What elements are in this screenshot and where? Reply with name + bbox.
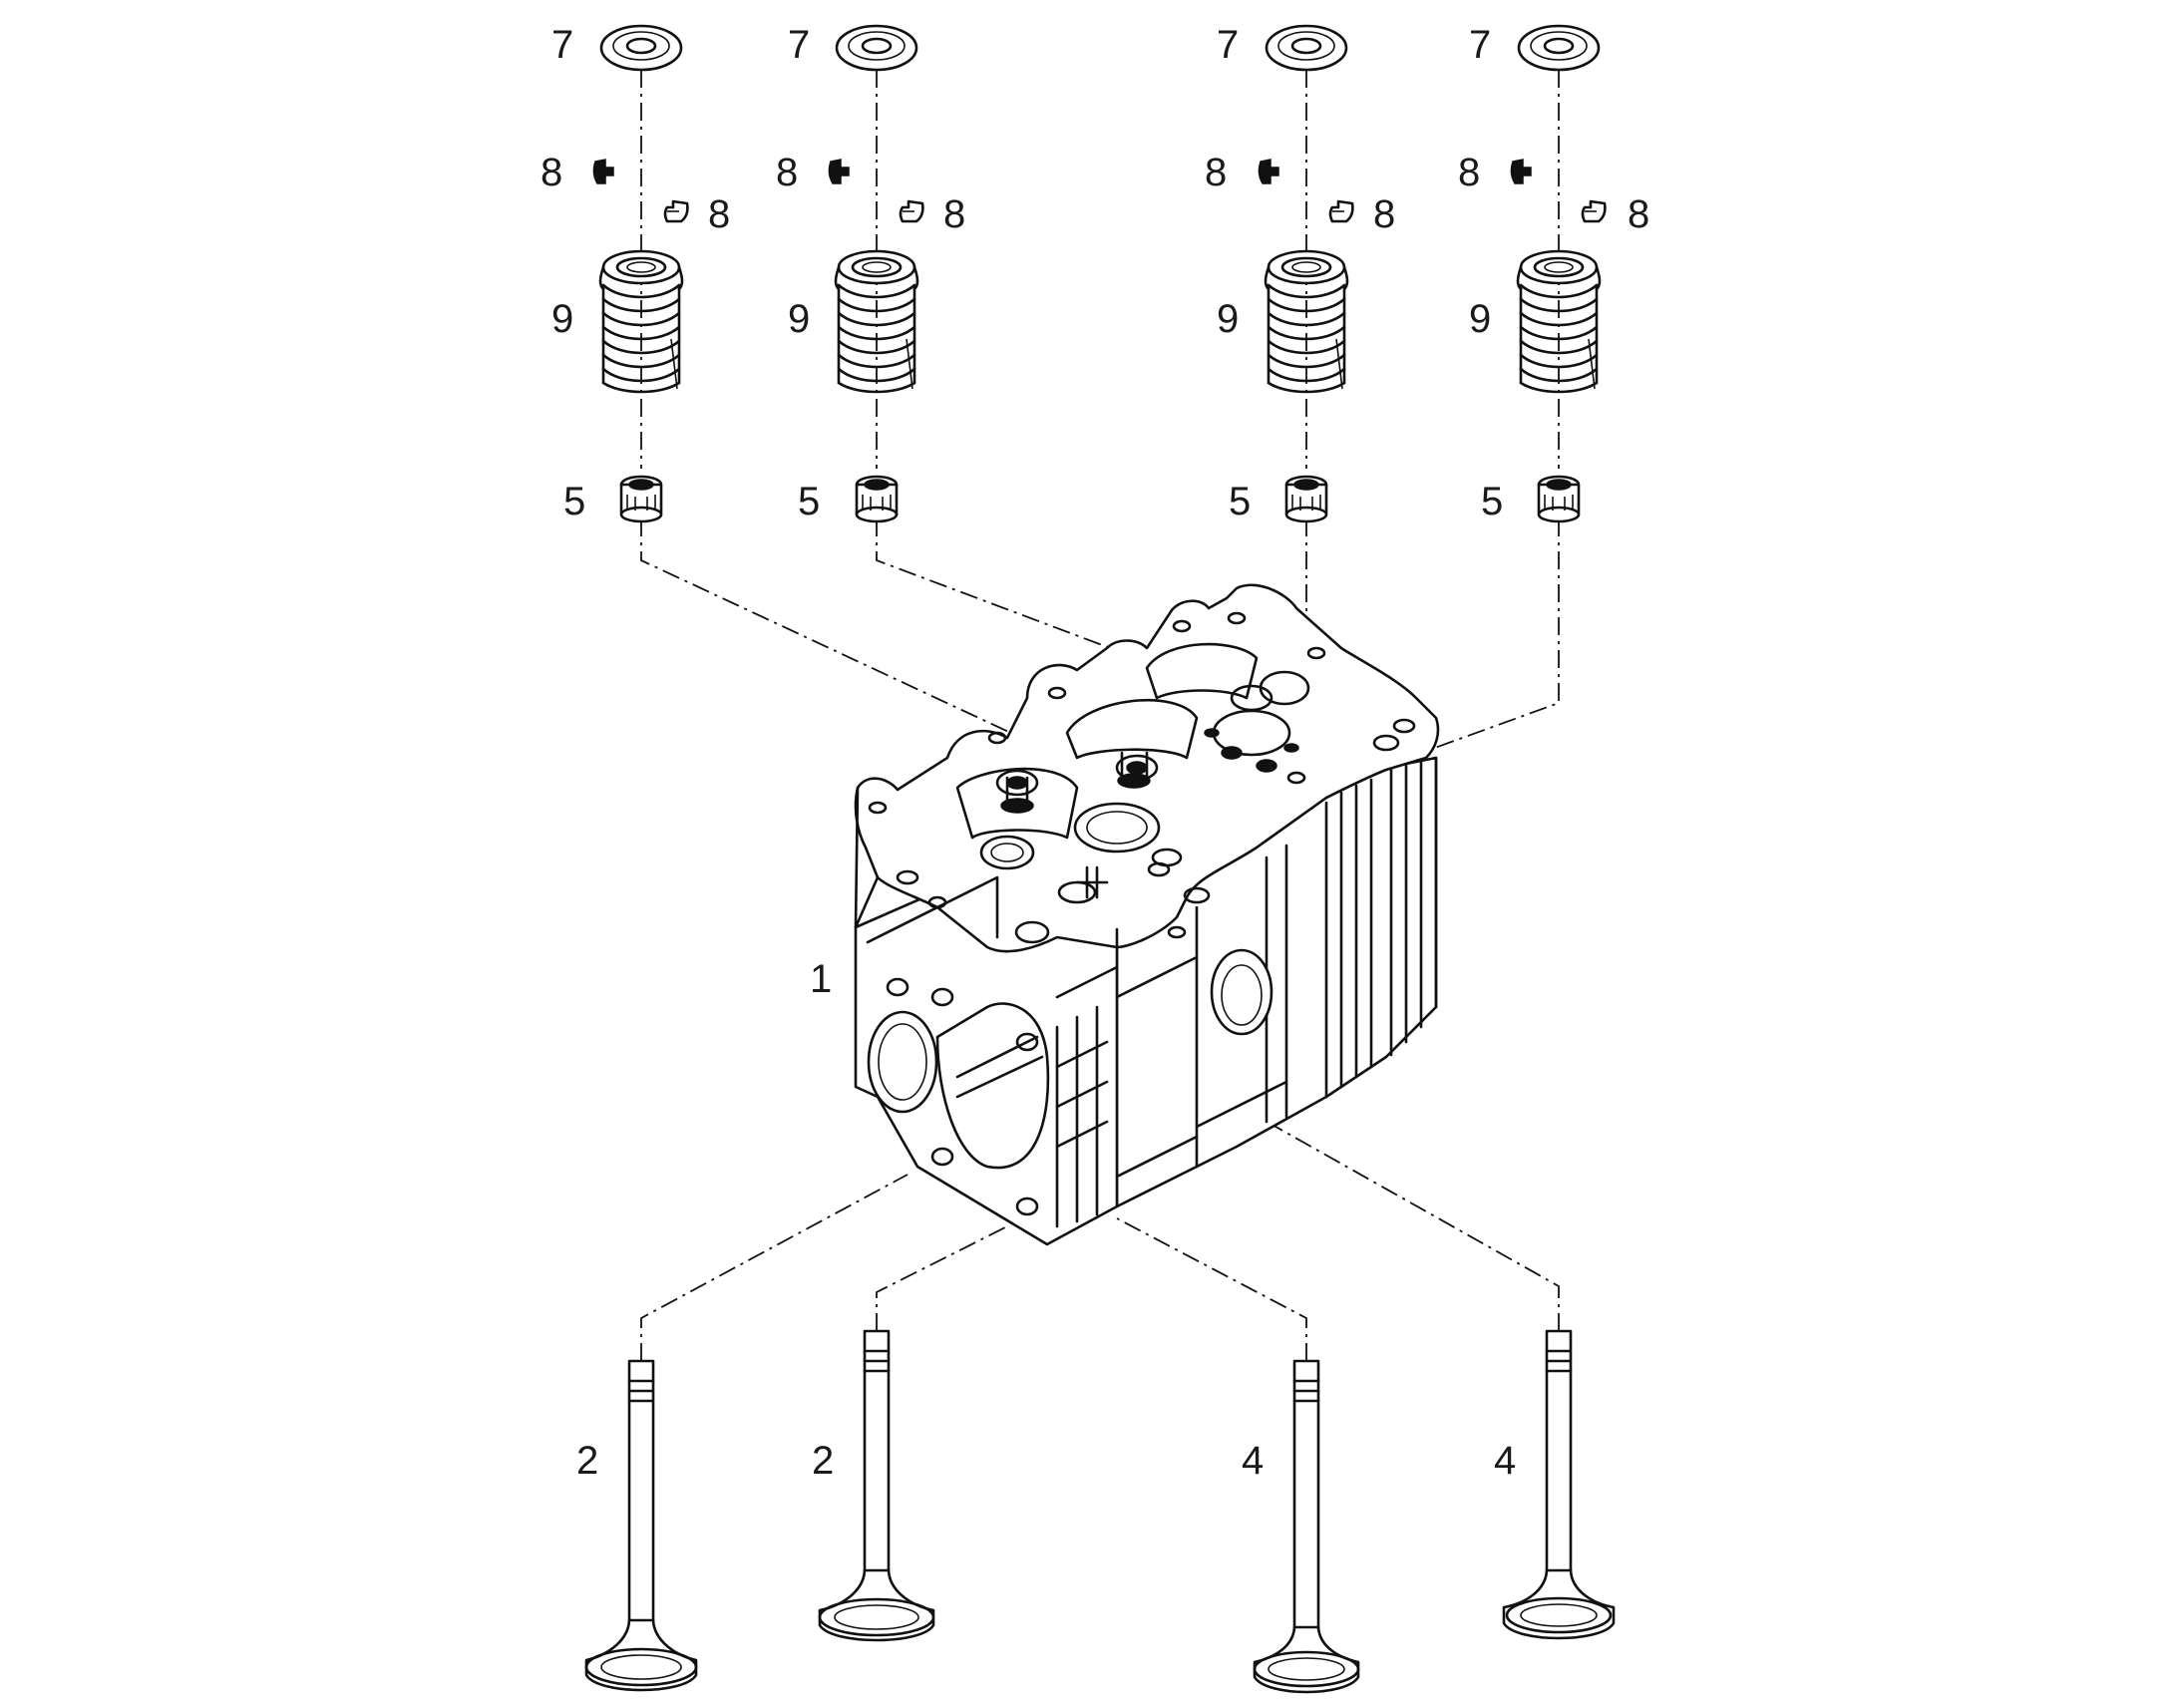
callout-exhaust-valve-2: 4 <box>1494 1439 1516 1483</box>
callout-cylinder-head: 1 <box>810 957 832 1001</box>
intake-valve-2 <box>818 1329 935 1642</box>
exhaust-valve-1 <box>1253 1359 1360 1694</box>
stem-seal-4 <box>1537 475 1581 523</box>
callout-key-2a: 8 <box>776 151 798 194</box>
callout-retainer-3: 7 <box>1217 23 1239 67</box>
callout-exhaust-valve-1: 4 <box>1242 1439 1264 1483</box>
callout-retainer-1: 7 <box>551 23 573 67</box>
callout-key-4b: 8 <box>1628 192 1649 236</box>
intake-valve-1 <box>584 1359 698 1692</box>
callout-intake-valve-1: 2 <box>576 1439 598 1483</box>
stem-seal-2 <box>855 475 899 523</box>
exhaust-valve-2 <box>1502 1329 1616 1640</box>
callout-seal-2: 5 <box>798 480 820 523</box>
callout-spring-2: 9 <box>788 297 810 341</box>
callout-key-3a: 8 <box>1205 151 1227 194</box>
callout-spring-4: 9 <box>1469 297 1491 341</box>
callout-spring-3: 9 <box>1217 297 1239 341</box>
callout-key-3b: 8 <box>1373 192 1395 236</box>
callout-seal-1: 5 <box>563 480 585 523</box>
callout-retainer-4: 7 <box>1469 23 1491 67</box>
callout-key-4a: 8 <box>1458 151 1480 194</box>
valve-key-1b <box>663 199 689 223</box>
spring-retainer-2 <box>835 24 918 72</box>
stem-seal-3 <box>1284 475 1328 523</box>
valve-key-2b <box>899 199 924 223</box>
spring-retainer-3 <box>1265 24 1348 72</box>
valve-key-3b <box>1328 199 1354 223</box>
spring-retainer-1 <box>599 24 683 72</box>
callout-spring-1: 9 <box>551 297 573 341</box>
spring-retainer-4 <box>1517 24 1601 72</box>
callout-intake-valve-2: 2 <box>812 1439 834 1483</box>
callout-seal-4: 5 <box>1481 480 1503 523</box>
callout-labels: 7 7 7 7 8 8 8 8 8 8 8 8 9 9 9 9 5 5 5 5 … <box>541 23 1649 1483</box>
callout-key-1a: 8 <box>541 151 562 194</box>
valve-key-3a <box>1258 159 1279 184</box>
callout-retainer-2: 7 <box>788 23 810 67</box>
callout-key-1b: 8 <box>708 192 730 236</box>
stem-seal-1 <box>619 475 663 523</box>
valve-key-4a <box>1510 159 1532 184</box>
callout-key-2b: 8 <box>943 192 965 236</box>
valve-key-1a <box>592 159 614 184</box>
valve-key-4b <box>1581 199 1607 223</box>
valve-key-2a <box>828 159 850 184</box>
callout-seal-3: 5 <box>1229 480 1251 523</box>
cylinder-head <box>854 583 1440 1246</box>
